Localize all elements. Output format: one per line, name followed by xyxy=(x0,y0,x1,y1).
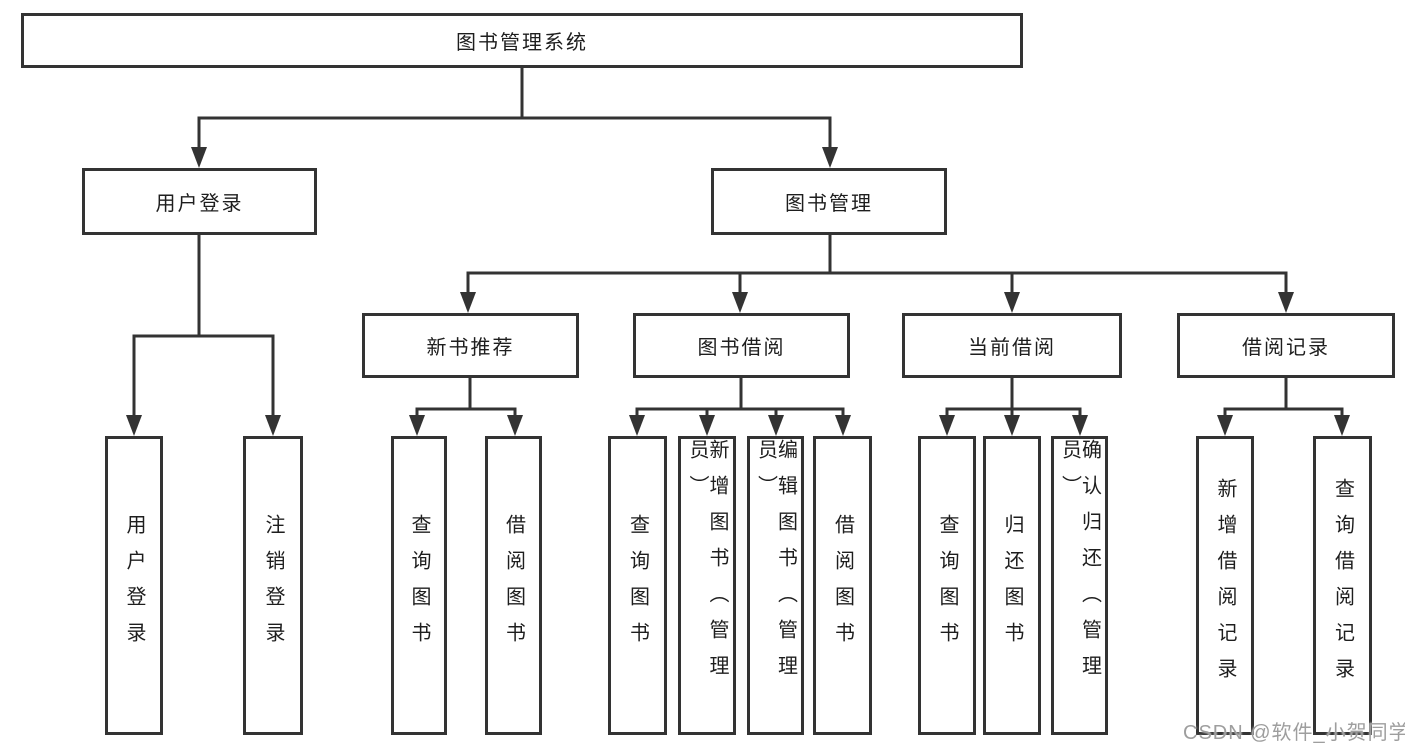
leaf-add-books-admin: 新增图书（管理员） xyxy=(678,436,736,735)
leaf-label: 查询借阅记录 xyxy=(1331,477,1354,694)
node-label: 图书借阅 xyxy=(697,337,786,359)
leaf-label: 查询图书 xyxy=(408,513,430,658)
leaf-label: 借阅图书 xyxy=(831,513,854,658)
node-current-borrowing: 当前借阅 xyxy=(902,313,1122,378)
node-label: 当前借阅 xyxy=(968,337,1056,359)
leaf-label: 用户登录 xyxy=(123,513,145,658)
node-label: 新书推荐 xyxy=(426,337,515,359)
node-library-management-system: 图书管理系统 xyxy=(21,13,1023,68)
node-label: 图书管理系统 xyxy=(456,32,588,54)
csdn-watermark: CSDN @软件_小贺同学 xyxy=(1183,722,1405,744)
leaf-return-books: 归还图书 xyxy=(983,436,1041,735)
leaf-query-borrow-record: 查询借阅记录 xyxy=(1313,436,1372,735)
leaf-label: 注销登录 xyxy=(262,513,284,658)
leaf-query-books-current: 查询图书 xyxy=(918,436,976,735)
leaf-add-borrow-record: 新增借阅记录 xyxy=(1196,436,1254,735)
node-new-book-recommendation: 新书推荐 xyxy=(362,313,579,378)
leaf-label: 新增图书（管理员） xyxy=(686,439,728,691)
leaf-borrow-books-recommend: 借阅图书 xyxy=(485,436,542,735)
leaf-label: 查询图书 xyxy=(626,513,649,658)
node-book-borrowing: 图书借阅 xyxy=(633,313,850,378)
leaf-label: 新增借阅记录 xyxy=(1214,477,1236,694)
node-user-login: 用户登录 xyxy=(82,168,317,235)
leaf-label: 确认归还（管理员） xyxy=(1058,439,1101,691)
node-label: 借阅记录 xyxy=(1242,337,1330,359)
leaf-edit-books-admin: 编辑图书（管理员） xyxy=(747,436,804,735)
leaf-confirm-return-admin: 确认归还（管理员） xyxy=(1051,436,1108,735)
leaf-logout-login: 注销登录 xyxy=(243,436,303,735)
leaf-query-books-borrow: 查询图书 xyxy=(608,436,667,735)
node-borrowing-records: 借阅记录 xyxy=(1177,313,1395,378)
leaf-label: 归还图书 xyxy=(1001,513,1023,658)
leaf-label: 借阅图书 xyxy=(502,513,525,658)
leaf-query-books-recommend: 查询图书 xyxy=(391,436,447,735)
node-label: 图书管理 xyxy=(785,193,873,215)
node-label: 用户登录 xyxy=(155,193,244,215)
leaf-label: 编辑图书（管理员） xyxy=(754,439,797,691)
leaf-borrow-books: 借阅图书 xyxy=(813,436,872,735)
node-book-management: 图书管理 xyxy=(711,168,947,235)
leaf-label: 查询图书 xyxy=(936,513,958,658)
leaf-user-login: 用户登录 xyxy=(105,436,163,735)
